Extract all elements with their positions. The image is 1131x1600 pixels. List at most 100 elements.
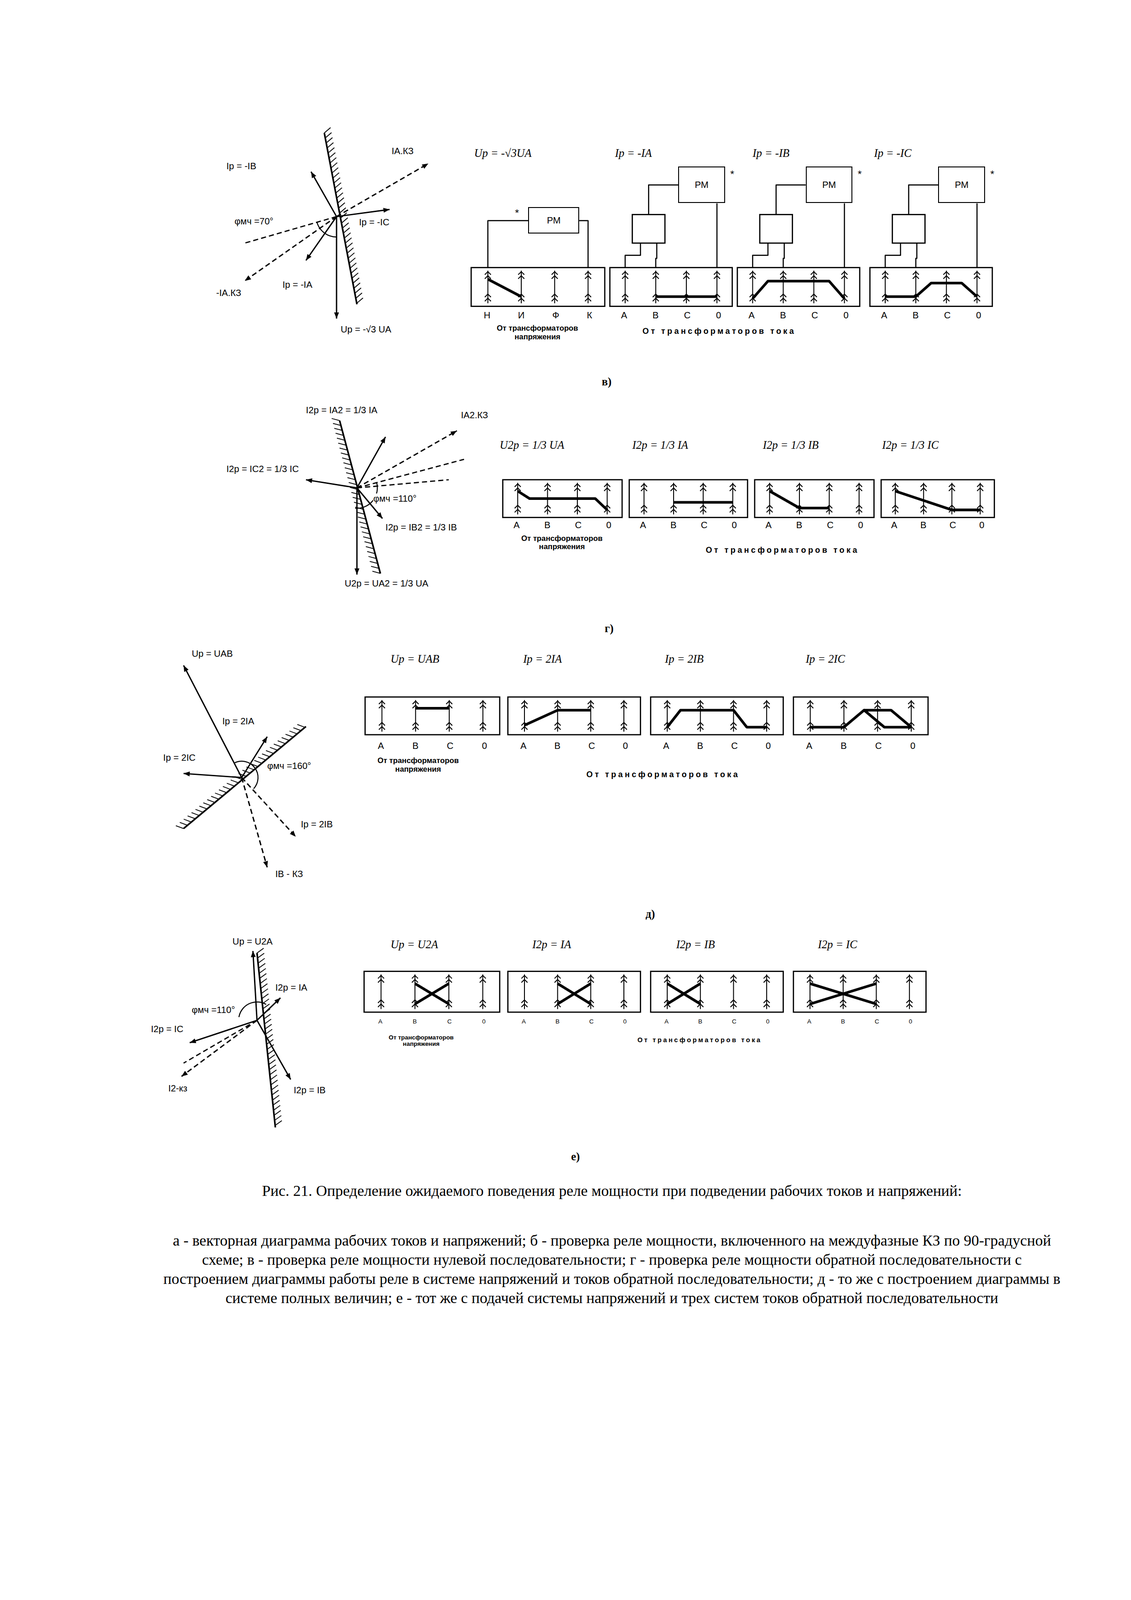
terminal-mark (943, 294, 950, 298)
hatch-tick (273, 1105, 281, 1111)
formula-header: I2р = 1/3 IС (881, 438, 939, 452)
terminal-mark (554, 975, 561, 979)
vector-arrow (257, 1020, 291, 1080)
terminal-mark (514, 487, 521, 492)
terminal-mark (700, 509, 706, 513)
hatch-tick (183, 819, 192, 822)
terminal-mark (780, 294, 787, 298)
hatch-tick (179, 822, 188, 825)
terminal-mark (700, 487, 706, 492)
hatch-tick (367, 551, 375, 554)
wire (776, 185, 806, 215)
terminal-mark (873, 975, 880, 979)
terminal-mark (652, 271, 659, 275)
terminal-mark (749, 275, 756, 280)
arrow-head (306, 254, 312, 261)
hatch-tick (273, 1099, 281, 1106)
vector-label: -IА.КЗ (216, 287, 242, 299)
terminal-mark (906, 999, 913, 1003)
hatched-line (183, 726, 307, 829)
wire (648, 185, 679, 215)
terminal-mark (977, 505, 984, 509)
hatch-tick (338, 202, 346, 209)
hatch-tick (265, 1029, 273, 1035)
dashed-line (357, 459, 465, 488)
hatch-tick (326, 142, 334, 149)
terminal-block (793, 971, 927, 1012)
hatch-tick (329, 152, 336, 159)
relay-box: РМ (528, 207, 580, 234)
terminal-mark (622, 298, 628, 302)
terminal-mark (670, 509, 677, 513)
terminal-mark (640, 483, 647, 488)
hatch-tick (371, 566, 379, 569)
terminal-mark (907, 700, 914, 705)
vector-label: IВ - КЗ (275, 868, 304, 880)
hatch-tick (331, 418, 340, 421)
arrow-head (263, 860, 268, 867)
hatch-tick (274, 1120, 282, 1126)
jumper (415, 983, 449, 1005)
vector-label: φмч =160° (267, 760, 312, 772)
terminal-letters: А В С 0 (377, 740, 488, 752)
hatch-tick (351, 492, 359, 495)
terminal-mark (912, 275, 919, 280)
relay-label: РМ (954, 179, 969, 190)
relay-label: РМ (546, 215, 561, 226)
terminal-mark (378, 975, 384, 979)
hatch-tick (271, 1089, 279, 1095)
polarity-mark: * (857, 168, 862, 181)
terminal-mark (652, 298, 659, 302)
formula-header: I2р = IВ (676, 938, 716, 951)
hatch-tick (230, 779, 239, 783)
terminal-mark (521, 975, 528, 979)
hatch-tick (254, 760, 262, 763)
hatch-tick (281, 737, 290, 741)
hatch-tick (368, 556, 377, 559)
terminal-letters: А В С 0 (807, 1017, 913, 1025)
terminal-mark (713, 275, 720, 280)
terminal-mark (620, 700, 627, 705)
hatch-tick (261, 988, 269, 994)
jumper (557, 983, 592, 1005)
terminal-mark (664, 700, 670, 705)
hatch-tick (274, 1115, 282, 1121)
terminal-mark (840, 705, 847, 709)
hatch-tick (350, 262, 357, 269)
jumper (667, 710, 767, 727)
dashed-vector (241, 777, 296, 837)
hatch-tick (335, 433, 344, 436)
terminal-mark (622, 294, 628, 298)
terminal-mark (697, 1003, 704, 1007)
terminal-mark (554, 726, 561, 730)
terminal-mark (479, 1003, 486, 1007)
hatch-tick (362, 531, 370, 535)
formula-header: U2р = 1/3 UА (499, 438, 565, 452)
hatch-tick (226, 783, 235, 786)
terminal-mark (378, 705, 385, 709)
source-note: От трансформаторов напряжения (375, 1034, 467, 1048)
formula-header: Uр = -√3UА (474, 146, 532, 160)
terminal-mark (810, 275, 817, 280)
hatch-tick (176, 825, 184, 829)
hatch-tick (339, 447, 348, 451)
terminal-block (737, 267, 860, 307)
hatch-tick (344, 232, 351, 239)
jumper (752, 280, 845, 299)
vector-arrow (241, 736, 268, 778)
terminal-mark (683, 298, 690, 302)
terminal-mark (378, 999, 384, 1003)
terminal-mark (796, 487, 803, 492)
source-note: От трансформаторов тока (637, 1036, 763, 1044)
hatch-tick (355, 292, 363, 299)
vector-label: I2р = IА2 = 1/3 IА (306, 404, 378, 416)
vector-arrow (257, 997, 281, 1021)
terminal-block (793, 696, 929, 735)
hatch-tick (258, 958, 265, 964)
terminal-mark (906, 979, 913, 983)
terminal-mark (840, 979, 846, 983)
formula-header: Iр = 2IА (523, 652, 562, 666)
hatch-tick (273, 743, 282, 747)
arrow-head (250, 950, 256, 958)
relay-element (892, 214, 926, 244)
